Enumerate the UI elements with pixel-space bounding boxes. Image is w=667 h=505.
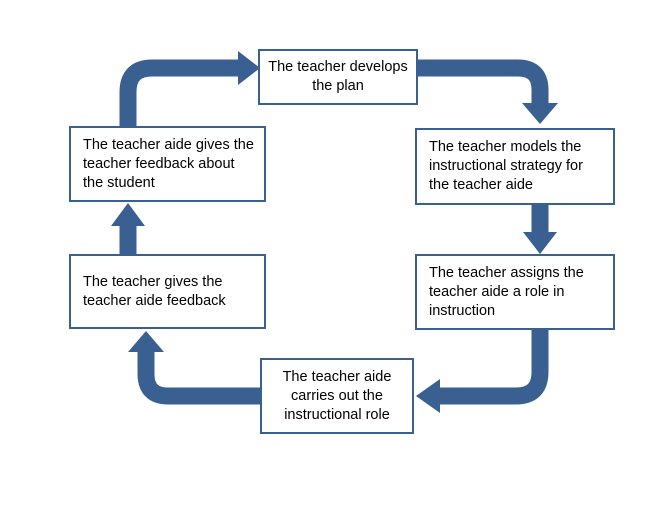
arrow-3-to-4 bbox=[440, 330, 549, 405]
step-box-aide-feedback: The teacher aide gives the teacher feedb… bbox=[69, 126, 266, 202]
step-box-develop-plan: The teacher develops the plan bbox=[258, 49, 418, 105]
arrowhead-3-to-4 bbox=[416, 379, 440, 413]
arrowhead-1-to-2 bbox=[522, 103, 558, 124]
step-label: The teacher models the instructional str… bbox=[429, 139, 583, 193]
step-label: The teacher assigns the teacher aide a r… bbox=[429, 264, 584, 319]
arrowhead-2-to-3 bbox=[523, 232, 557, 254]
step-label: The teacher develops the plan bbox=[268, 59, 408, 94]
step-label: The teacher aide carries out the instruc… bbox=[282, 368, 392, 423]
arrow-6-to-1 bbox=[119, 59, 238, 126]
step-label: The teacher gives the teacher aide feedb… bbox=[83, 273, 226, 309]
step-box-teacher-feedback: The teacher gives the teacher aide feedb… bbox=[69, 254, 266, 329]
arrowhead-5-to-6 bbox=[111, 203, 145, 226]
step-box-model-strategy: The teacher models the instructional str… bbox=[415, 128, 615, 205]
arrow-4-to-5 bbox=[137, 352, 260, 405]
arrow-1-to-2 bbox=[418, 59, 549, 103]
arrowhead-6-to-1 bbox=[238, 51, 260, 85]
arrowhead-4-to-5 bbox=[128, 331, 164, 352]
step-box-carry-out-role: The teacher aide carries out the instruc… bbox=[260, 358, 414, 434]
step-box-assign-role: The teacher assigns the teacher aide a r… bbox=[415, 254, 615, 330]
step-label: The teacher aide gives the teacher feedb… bbox=[83, 136, 254, 191]
